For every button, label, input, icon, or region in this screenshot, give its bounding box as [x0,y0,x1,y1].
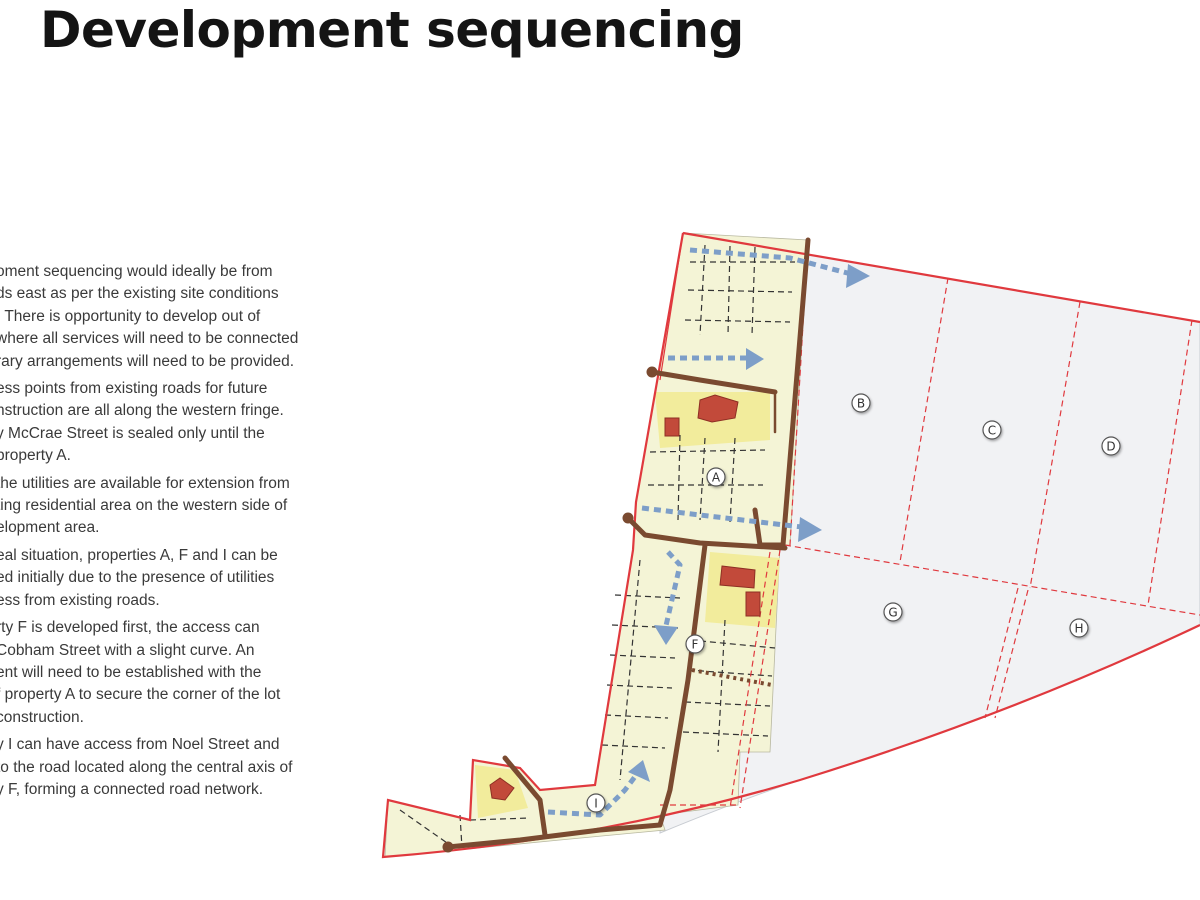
svg-text:B: B [857,397,865,411]
svg-text:A: A [712,471,721,485]
property-label-g: G [883,602,903,622]
svg-text:F: F [692,638,699,652]
site-boundary-west-inner [659,232,684,381]
arrow-heads [628,264,870,782]
development-direction-arrows [547,247,856,818]
property-label-a: A [706,467,726,487]
property-label-c: C [982,420,1002,440]
property-label-f: F [685,634,705,654]
svg-text:D: D [1106,440,1115,454]
property-label-d: D [1101,436,1121,456]
svg-text:C: C [988,424,996,438]
svg-text:I: I [594,797,598,811]
road-access-point-2 [622,512,634,524]
paragraph-3: the utilities are available for extensio… [0,474,290,537]
paragraph-5: rty F is developed first, the access can… [0,619,281,726]
property-label-i: I [586,793,606,813]
property-label-h: H [1069,618,1089,638]
paragraph-2: ess points from existing roads for futur… [0,380,284,465]
page-title: Development sequencing [40,1,744,59]
future-lot-boundaries [660,239,1200,809]
property-label-b: B [851,393,871,413]
svg-text:G: G [888,606,897,620]
paragraph-4: eal situation, properties A, F and I can… [0,546,278,609]
description-text: oment sequencing would ideally be from d… [0,261,368,806]
existing-buildings [489,394,761,801]
site-boundary [381,231,1200,859]
paragraph-1: oment sequencing would ideally be from d… [0,263,299,370]
svg-text:H: H [1074,622,1083,636]
road-network [445,237,811,850]
road-access-point-3 [442,841,454,853]
paragraph-6: y I can have access from Noel Street and… [0,736,293,798]
road-access-point-1 [646,366,658,378]
